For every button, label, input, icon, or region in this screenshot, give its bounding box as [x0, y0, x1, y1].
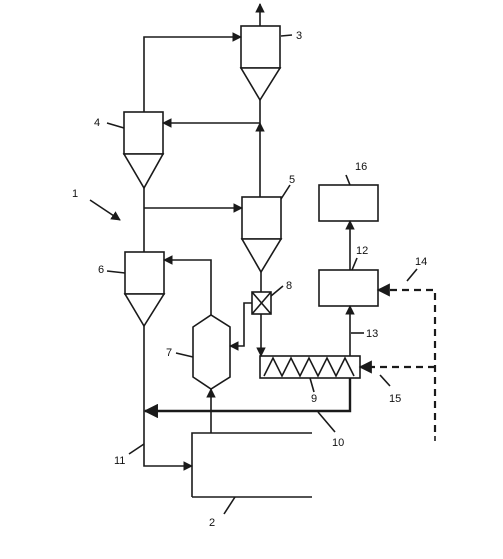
line-8-to-7 [229, 302, 252, 351]
line-7-to-6 [163, 255, 212, 315]
label-6: 6 [98, 264, 104, 276]
valve-8 [251, 291, 272, 315]
label-1: 1 [72, 188, 78, 200]
leader-4 [106, 122, 125, 129]
label-5: 5 [289, 174, 295, 186]
leader-12 [351, 257, 358, 271]
line-10 [143, 378, 352, 419]
leader-3 [280, 34, 293, 37]
label-16: 16 [355, 161, 367, 173]
leader-9 [309, 377, 315, 393]
leader-2 [223, 496, 236, 515]
label-10: 10 [332, 437, 344, 449]
cyclone-3 [239, 25, 282, 102]
label-2: 2 [209, 517, 215, 529]
label-3: 3 [296, 30, 302, 42]
label-8: 8 [286, 280, 292, 292]
label-9: 9 [311, 393, 317, 405]
vessel-7 [192, 314, 231, 390]
screw-conveyor-9 [259, 355, 361, 379]
leader-8 [270, 285, 284, 297]
leader-14 [406, 268, 418, 282]
label-12: 12 [356, 245, 368, 257]
label-11: 11 [114, 455, 125, 467]
leader-15 [379, 374, 391, 387]
box-12 [318, 269, 379, 307]
leader-7 [175, 352, 194, 358]
leader-16 [345, 174, 351, 186]
cyclone-5 [240, 196, 283, 274]
leader-11 [128, 443, 145, 455]
line-14 [376, 283, 437, 432]
label-7: 7 [166, 347, 172, 359]
leader-6 [106, 270, 126, 274]
line-4-to-3 [143, 32, 242, 112]
leader-1 [89, 199, 121, 221]
leader-5 [280, 184, 291, 200]
cyclone-6 [123, 251, 166, 328]
leader-10 [317, 411, 336, 433]
label-15: 15 [389, 393, 401, 405]
box-16 [318, 184, 379, 222]
label-4: 4 [94, 117, 100, 129]
label-13: 13 [366, 328, 378, 340]
unit-2 [191, 432, 312, 498]
line-11 [143, 326, 193, 471]
label-14: 14 [415, 256, 427, 268]
cyclone-4 [122, 111, 165, 190]
